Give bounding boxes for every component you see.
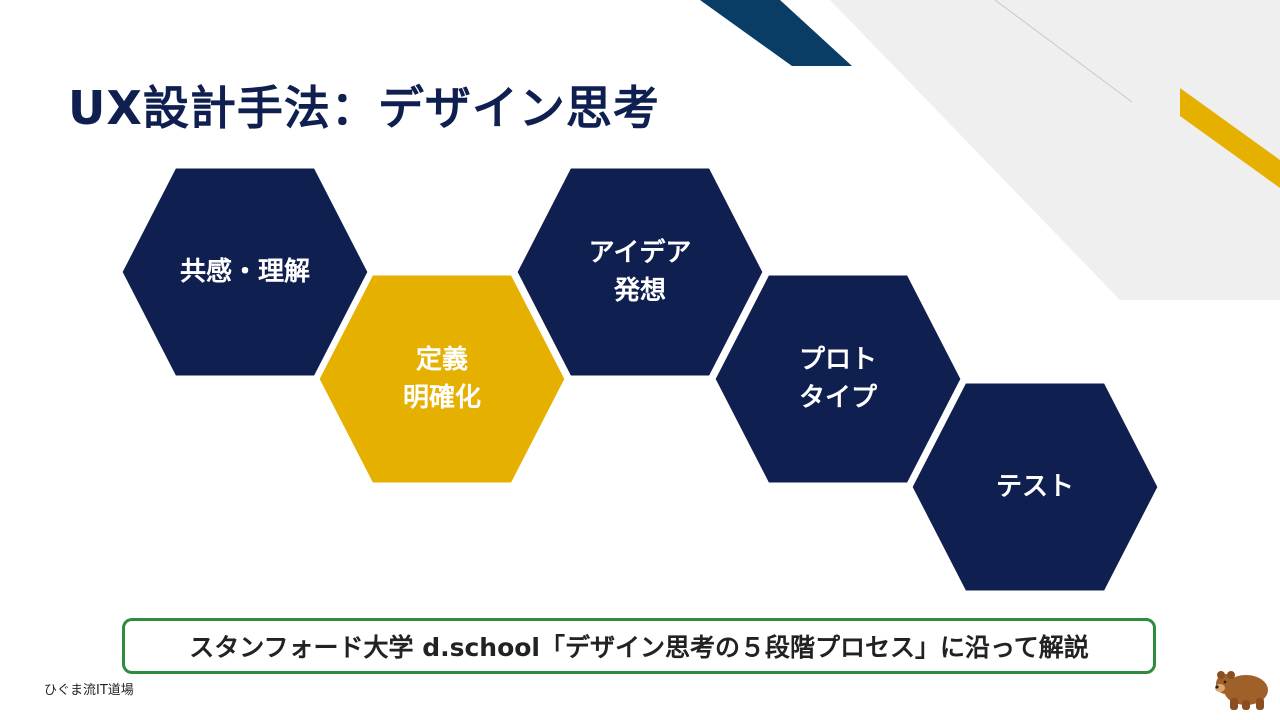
bear-icon — [1215, 671, 1268, 710]
hex-define: 定義 明確化 — [318, 274, 566, 484]
gray-stripe — [790, 0, 1280, 300]
hex-ideate: アイデア 発想 — [516, 167, 764, 377]
hex-label-prototype: プロト タイプ — [798, 345, 877, 413]
hex-shape — [516, 167, 764, 377]
hex-label-define: 定義 明確化 — [402, 345, 481, 413]
source-note: スタンフォード大学 d.school「デザイン思考の５段階プロセス」に沿って解説 — [122, 618, 1156, 674]
hex-shape — [714, 274, 962, 484]
thin-line — [994, 0, 1133, 103]
hex-label-empathize: 共感・理解 — [179, 257, 310, 287]
hex-test: テスト — [911, 382, 1159, 592]
hex-label-test: テスト — [995, 472, 1074, 502]
hex-shape — [121, 167, 369, 377]
hex-label-ideate: アイデア 発想 — [588, 238, 692, 306]
slide-title: UX設計手法：デザイン思考 — [68, 81, 660, 135]
navy-stripe — [700, 0, 852, 66]
gold-stripe — [1180, 88, 1280, 188]
footer-brand: ひぐま流IT道場 — [44, 683, 134, 698]
hex-shape — [318, 274, 566, 484]
hex-empathize: 共感・理解 — [121, 167, 369, 377]
hex-shape — [911, 382, 1159, 592]
hex-prototype: プロト タイプ — [714, 274, 962, 484]
